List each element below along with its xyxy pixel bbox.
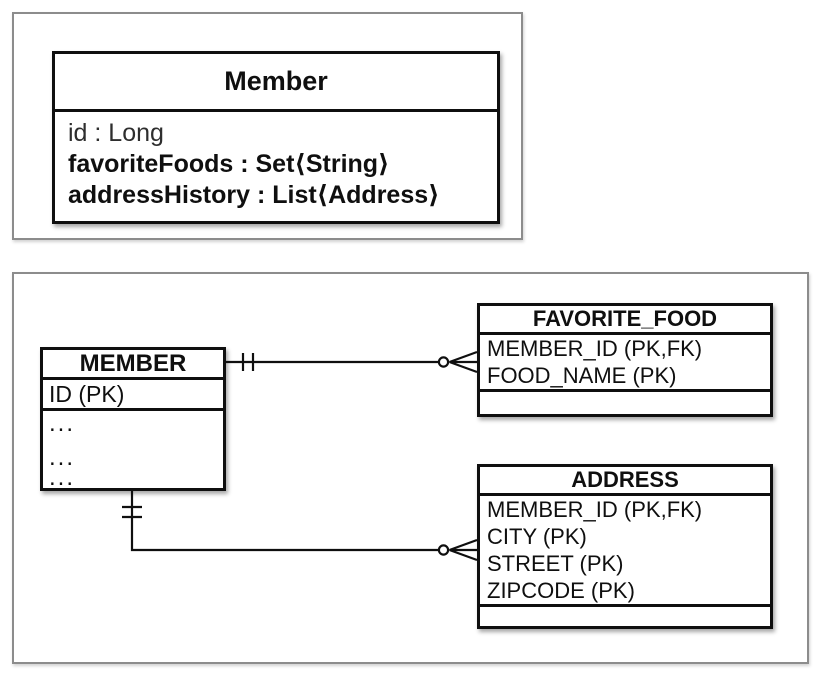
erd-table-favorite-food-title: FAVORITE_FOOD (480, 306, 770, 335)
erd-row-food-name: FOOD_NAME (PK) (487, 363, 677, 388)
erd-table-member-title: MEMBER (43, 350, 223, 380)
uml-class-attributes: id : Long favoriteFoods : Set⟨String⟩ ad… (55, 112, 497, 221)
erd-empty-footer-row (480, 392, 770, 414)
erd-row-zipcode: ZIPCODE (PK) (487, 578, 635, 603)
erd-table-member: MEMBER ID (PK) ... ... ... (40, 347, 226, 491)
erd-address-rows: MEMBER_ID (PK,FK) CITY (PK) STREET (PK) … (480, 496, 770, 607)
erd-empty-footer-row (480, 607, 770, 626)
uml-attribute-favorite-foods: favoriteFoods : Set⟨String⟩ (68, 150, 390, 178)
erd-row-member-id: MEMBER_ID (PK,FK) (487, 497, 703, 522)
uml-panel: Member id : Long favoriteFoods : Set⟨Str… (12, 12, 523, 240)
erd-member-ellipsis-rows: ... ... ... (43, 410, 223, 491)
ellipsis-row: ... (49, 444, 76, 471)
erd-row-city: CITY (PK) (487, 524, 587, 549)
erd-table-favorite-food: FAVORITE_FOOD MEMBER_ID (PK,FK) FOOD_NAM… (477, 303, 773, 417)
erd-table-address-title: ADDRESS (480, 467, 770, 496)
erd-row-member-id-pk: ID (PK) (43, 380, 223, 411)
ellipsis-row: ... (49, 410, 76, 437)
uml-class-member: Member id : Long favoriteFoods : Set⟨Str… (52, 51, 500, 224)
erd-table-address: ADDRESS MEMBER_ID (PK,FK) CITY (PK) STRE… (477, 464, 773, 629)
uml-attribute-id: id : Long (68, 119, 164, 147)
ellipsis-row: ... (49, 464, 76, 491)
uml-class-title: Member (55, 54, 497, 112)
erd-row-member-id: MEMBER_ID (PK,FK) (487, 336, 703, 361)
uml-attribute-address-history: addressHistory : List⟨Address⟩ (68, 181, 440, 209)
erd-favorite-food-rows: MEMBER_ID (PK,FK) FOOD_NAME (PK) (480, 335, 770, 392)
erd-row-street: STREET (PK) (487, 551, 624, 576)
